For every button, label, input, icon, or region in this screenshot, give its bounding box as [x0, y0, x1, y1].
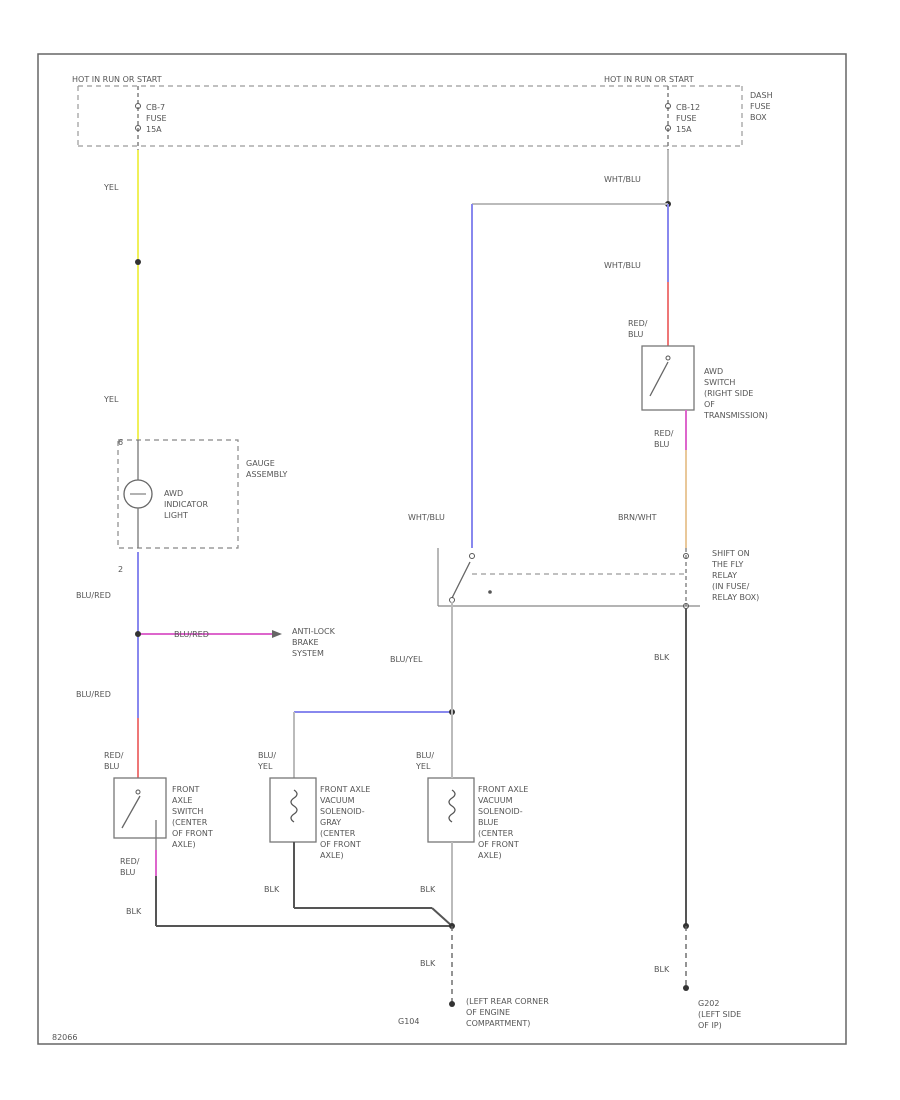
wire-label-blu-yel-2: BLU/ YEL	[257, 751, 279, 771]
wire-label-red-blu-2: RED/ BLU	[654, 429, 676, 449]
splice-blu-red	[135, 631, 141, 637]
wire-label-yel-2: YEL	[103, 395, 119, 404]
fuse-left	[135, 86, 141, 150]
gauge-assembly-box	[117, 439, 239, 549]
wire-label-wht-blu-2: WHT/BLU	[604, 261, 641, 270]
awd-switch-label: AWD SWITCH (RIGHT SIDE OF TRANSMISSION)	[703, 367, 768, 420]
wire-label-blu-yel: BLU/YEL	[390, 655, 423, 664]
shift-relay-box	[437, 548, 700, 607]
solenoid-gray-label: FRONT AXLE VACUUM SOLENOID- GRAY (CENTER…	[320, 785, 373, 860]
shift-relay-label: SHIFT ON THE FLY RELAY (IN FUSE/ RELAY B…	[711, 549, 759, 602]
ground-g202-label: G202	[698, 999, 719, 1008]
pin-gauge-top: 6	[118, 438, 123, 447]
ground-g202-desc: (LEFT SIDE OF IP)	[698, 1010, 744, 1030]
ground-g202-icon	[683, 985, 689, 991]
ground-g104-label: G104	[398, 1017, 419, 1026]
fuse-label-left: CB-7 FUSE 15A	[146, 103, 169, 134]
wire-label-blu-red-3: BLU/RED	[76, 690, 111, 699]
wire-label-blk-2: BLK	[264, 885, 280, 894]
solenoid-gray-coil-icon	[290, 789, 298, 823]
front-axle-switch-box	[113, 777, 167, 839]
awd-switch-contact-icon	[649, 361, 669, 397]
axle-switch-contact-icon	[121, 795, 141, 829]
wire-label-red-blu-3: RED/ BLU	[104, 751, 126, 771]
wire-label-blk-right: BLK	[654, 653, 670, 662]
ground-g104-icon	[449, 1001, 455, 1007]
wire-label-red-blu-4: RED/ BLU	[120, 857, 142, 877]
wire-label-yel-1: YEL	[103, 183, 119, 192]
solenoid-blue-coil-icon	[448, 789, 456, 823]
solenoid-gray-box	[269, 777, 317, 843]
wire-label-blk-5: BLK	[654, 965, 670, 974]
solenoid-blue-label: FRONT AXLE VACUUM SOLENOID- BLUE (CENTER…	[478, 785, 531, 860]
wire-label-red-blu-1: RED/ BLU	[628, 319, 650, 339]
arrow-anti-lock-icon	[272, 630, 282, 638]
wire-label-blk-1: BLK	[126, 907, 142, 916]
solenoid-blue-box	[427, 777, 475, 843]
pin-gauge-bottom: 2	[118, 565, 123, 574]
dash-fuse-box-label: DASH FUSE BOX	[750, 91, 775, 122]
wire-label-wht-blu-3: WHT/BLU	[408, 513, 445, 522]
awd-switch-box	[641, 345, 695, 411]
ground-g104-desc: (LEFT REAR CORNER OF ENGINE COMPARTMENT)	[466, 997, 551, 1028]
wire-label-blu-yel-3: BLU/ YEL	[415, 751, 437, 771]
splice-yel	[135, 259, 141, 265]
wire-label-blk-4: BLK	[420, 959, 436, 968]
diagram-border	[37, 53, 847, 1045]
awd-indicator-label: AWD INDICATOR LIGHT	[164, 489, 211, 520]
wire-blk-gray-diagonal	[431, 907, 453, 927]
wire-label-wht-blu-1: WHT/BLU	[604, 175, 641, 184]
hot-label-left: HOT IN RUN OR START	[72, 75, 162, 84]
anti-lock-label: ANTI-LOCK BRAKE SYSTEM	[292, 627, 337, 658]
dash-fuse-box	[77, 85, 743, 147]
hot-label-right: HOT IN RUN OR START	[604, 75, 694, 84]
footer-code: 82066	[52, 1033, 77, 1042]
wire-label-blk-3: BLK	[420, 885, 436, 894]
wire-label-brn-wht: BRN/WHT	[618, 513, 657, 522]
front-axle-switch-label: FRONT AXLE SWITCH (CENTER OF FRONT AXLE)	[172, 785, 215, 849]
fuse-label-right: CB-12 FUSE 15A	[676, 103, 703, 134]
fuse-right	[665, 86, 671, 150]
wire-label-blu-red-1: BLU/RED	[76, 591, 111, 600]
relay-contact-icon	[451, 561, 471, 599]
wire-label-blu-red-2: BLU/RED	[174, 630, 209, 639]
gauge-assembly-label: GAUGE ASSEMBLY	[246, 459, 287, 479]
